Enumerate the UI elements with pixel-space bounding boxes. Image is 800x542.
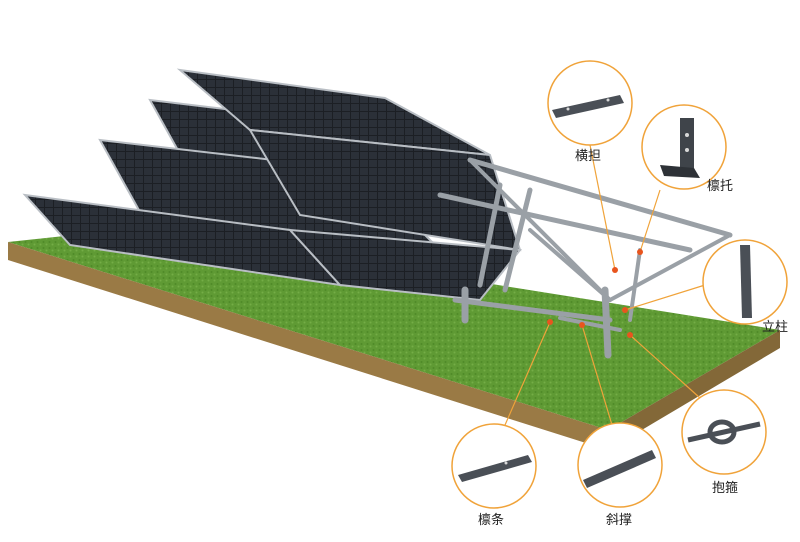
label-hengdan: 横担 — [575, 149, 601, 164]
callout-markers — [547, 249, 643, 338]
label-lintuo: 檩托 — [707, 179, 733, 194]
pipe-clamp-icon — [687, 419, 761, 445]
callout-xiecheng: 斜撑 — [577, 422, 663, 528]
callout-baogu: 抱箍 — [681, 389, 767, 496]
purlin-rail-icon — [458, 455, 532, 482]
purlin-bracket-icon — [660, 118, 700, 178]
callout-lintiao: 檩条 — [451, 423, 537, 528]
crossbeam-icon — [552, 95, 624, 118]
column-post-icon — [740, 245, 752, 318]
label-xiecheng: 斜撑 — [606, 513, 632, 528]
callout-hengdan: 横担 — [547, 60, 633, 164]
front-panel-array — [22, 68, 522, 302]
ground — [8, 228, 780, 450]
label-baogu: 抱箍 — [712, 480, 738, 496]
callout-lintuo: 檩托 — [641, 104, 733, 194]
diagonal-brace-icon — [583, 450, 656, 488]
callout-lizhu: 立柱 — [702, 239, 788, 335]
callout-lines — [504, 144, 706, 426]
mounting-structure — [437, 157, 733, 359]
label-lizhu: 立柱 — [762, 320, 788, 335]
label-lintiao: 檩条 — [478, 512, 504, 528]
